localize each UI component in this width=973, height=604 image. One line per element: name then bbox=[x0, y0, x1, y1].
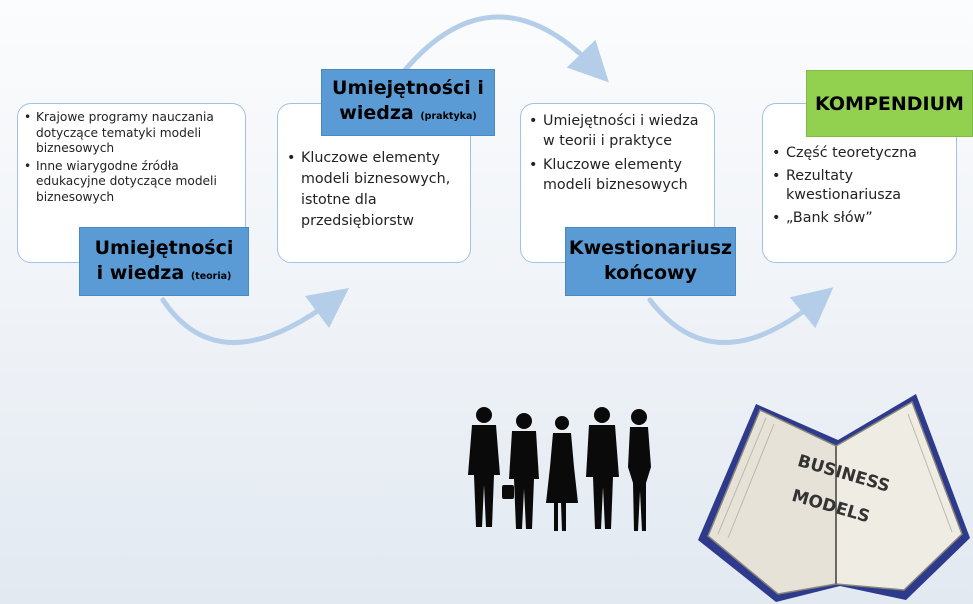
step2-label-line1: Umiejętności i bbox=[332, 77, 484, 99]
step1-bullet-1: Krajowe programy nauczania dotyczące tem… bbox=[24, 110, 237, 157]
step2-bullet-1: Kluczowe elementy modeli biznesowych, is… bbox=[287, 148, 462, 232]
step4-bullet-2: Rezultaty kwestionariusza bbox=[772, 167, 950, 206]
step3-bullet-list: Umiejętności i wiedza w teorii i praktyc… bbox=[529, 112, 708, 195]
step1-bullet-2: Inne wiarygodne źródła edukacyjne dotycz… bbox=[24, 159, 237, 206]
step2-bullet-list: Kluczowe elementy modeli biznesowych, is… bbox=[287, 148, 462, 232]
step2-label-line2: wiedza bbox=[339, 102, 414, 124]
step3-label: Kwestionariusz końcowy bbox=[565, 227, 736, 296]
step4-label: KOMPENDIUM bbox=[806, 70, 973, 137]
step4-bullet-1: Część teoretyczna bbox=[772, 144, 950, 164]
step2-label: Umiejętności i wiedza (praktyka) bbox=[321, 69, 495, 136]
step1-label-line2-wrap: i wiedza (teoria) bbox=[80, 261, 248, 289]
step2-label-small: (praktyka) bbox=[420, 111, 477, 122]
step1-card: Krajowe programy nauczania dotyczące tem… bbox=[17, 103, 246, 263]
business-people-silhouettes-icon bbox=[468, 407, 651, 531]
arrow-step3-to-step4 bbox=[647, 287, 834, 345]
step1-label-small: (teoria) bbox=[190, 271, 232, 282]
arrow-step1-to-step2 bbox=[160, 287, 349, 345]
open-book-icon: BUSINESS MODELS bbox=[698, 394, 970, 602]
step3-label-line1: Kwestionariusz bbox=[568, 237, 733, 259]
step4-bullet-3: „Bank słów” bbox=[772, 209, 950, 229]
step3-bullet-2: Kluczowe elementy modeli biznesowych bbox=[529, 156, 708, 195]
step2-label-line2-wrap: wiedza (praktyka) bbox=[322, 101, 494, 129]
step1-label: Umiejętności i wiedza (teoria) bbox=[79, 227, 249, 296]
step1-bullet-list: Krajowe programy nauczania dotyczące tem… bbox=[24, 110, 237, 205]
step1-label-line1: Umiejętności bbox=[94, 237, 234, 259]
step1-label-line2: i wiedza bbox=[96, 262, 185, 284]
step4-bullet-list: Część teoretyczna Rezultaty kwestionariu… bbox=[772, 144, 950, 228]
step3-bullet-1: Umiejętności i wiedza w teorii i praktyc… bbox=[529, 112, 708, 151]
step3-label-line2: końcowy bbox=[604, 262, 697, 284]
arrow-step2-to-step3 bbox=[402, 14, 609, 83]
